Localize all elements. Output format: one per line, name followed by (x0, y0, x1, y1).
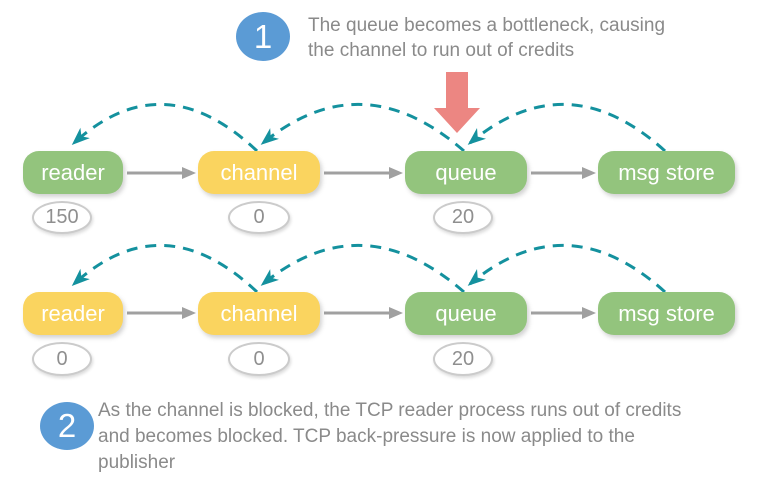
node-queue-row2: queue (405, 292, 527, 335)
credit-counter-queue-row2: 20 (433, 342, 493, 376)
step-1-badge: 1 (236, 12, 290, 61)
credit-arrow-channel-to-reader-row1 (71, 103, 259, 153)
credit-arrow-channel-to-reader-row2 (71, 244, 259, 294)
bottleneck-arrow-icon (434, 72, 480, 133)
credit-counter-channel-row1: 0 (228, 201, 290, 234)
credit-counter-reader-row1: 150 (32, 201, 92, 234)
credit-arrow-queue-to-channel-row2 (260, 244, 465, 294)
node-channel-row2: channel (198, 292, 320, 335)
credit-arrow-msgstore-to-queue-row1 (467, 103, 667, 153)
credit-counter-reader-row2: 0 (32, 342, 92, 376)
node-msgstore-row2: msg store (598, 292, 735, 335)
step-1-text: The queue becomes a bottleneck, causing … (308, 15, 666, 61)
node-channel-row1: channel (198, 151, 320, 194)
credit-arrow-queue-to-channel-row1 (260, 103, 465, 153)
step-2-badge: 2 (40, 402, 94, 450)
node-reader-row2: reader (23, 292, 123, 335)
node-queue-row1: queue (405, 151, 527, 194)
credit-counter-channel-row2: 0 (228, 342, 290, 376)
node-reader-row1: reader (23, 151, 123, 194)
credit-arrow-msgstore-to-queue-row2 (467, 244, 667, 294)
node-msgstore-row1: msg store (598, 151, 735, 194)
step-2-text: As the channel is blocked, the TCP reade… (98, 400, 682, 473)
credit-counter-queue-row1: 20 (433, 201, 493, 234)
